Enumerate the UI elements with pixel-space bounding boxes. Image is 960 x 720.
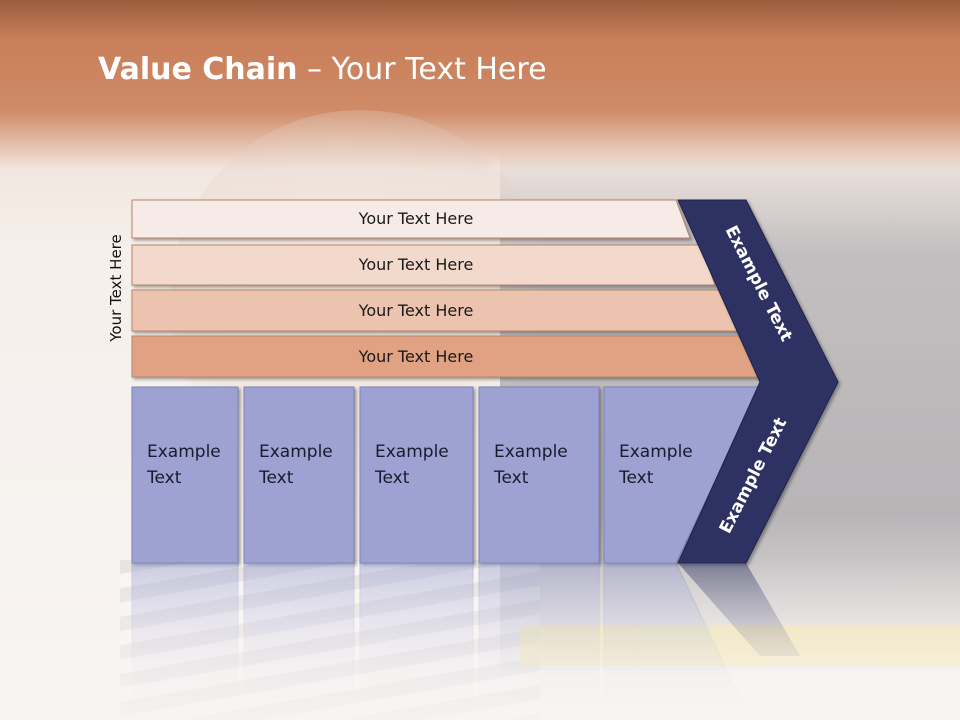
column-label-line2: Text (619, 468, 654, 488)
support-row-label: Your Text Here (358, 347, 474, 366)
title-rest: – Your Text Here (297, 52, 547, 87)
primary-columns (131, 386, 761, 564)
support-row-1 (131, 199, 691, 239)
support-row-label: Your Text Here (358, 209, 474, 228)
primary-column-2 (243, 386, 355, 564)
column-label-line1: Example (259, 442, 333, 462)
column-label-line1: Example (147, 442, 221, 462)
column-label-line1: Example (375, 442, 449, 462)
primary-column-3 (359, 386, 474, 564)
primary-column-4 (478, 386, 600, 564)
column-label-line2: Text (259, 468, 294, 488)
column-label-line2: Text (494, 468, 529, 488)
column-label-line2: Text (375, 468, 410, 488)
column-label-line1: Example (619, 442, 693, 462)
support-row-label: Your Text Here (358, 255, 474, 274)
slide-title: Value Chain – Your Text Here (98, 52, 547, 87)
primary-column-1 (131, 386, 239, 564)
column-label-line2: Text (147, 468, 182, 488)
support-row-2 (131, 244, 716, 286)
support-rows (131, 199, 763, 378)
support-row-label: Your Text Here (358, 301, 474, 320)
bottom-fade (0, 560, 960, 720)
title-bold: Value Chain (98, 52, 298, 87)
column-label-line1: Example (494, 442, 568, 462)
